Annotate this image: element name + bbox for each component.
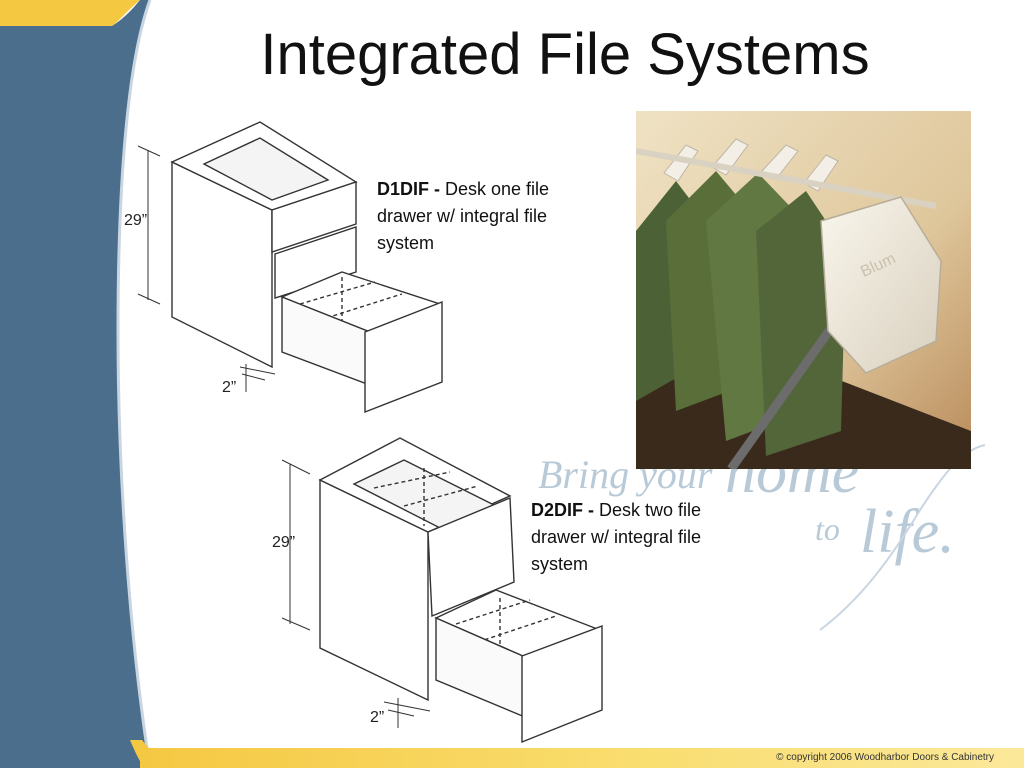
- cabinet2-dim-depth-b: [387, 709, 415, 717]
- copyright-notice: © copyright 2006 Woodharbor Doors & Cabi…: [776, 752, 994, 763]
- cabinet2-depth-label: 2”: [370, 709, 384, 726]
- product-code-d2dif: D2DIF -: [531, 500, 594, 520]
- cabinet2-dim-top-tick: [281, 459, 311, 475]
- cabinet2-dim-bottom-tick: [281, 617, 311, 631]
- cabinet2-upper-rail-b: [403, 485, 479, 507]
- product-text-d2dif: Desk two file drawer w/ integral file sy…: [531, 500, 702, 574]
- sidebar-yellow-accent: [0, 0, 140, 26]
- file-rail-bar: [727, 318, 840, 469]
- cabinet1-top-opening: [202, 137, 330, 201]
- rail-end-clip: [820, 196, 942, 374]
- product-description-d2dif: D2DIF - Desk two file drawer w/ integral…: [531, 497, 761, 578]
- file-rail-top: [636, 148, 937, 209]
- cabinet2-upper-rail-a: [373, 471, 451, 489]
- cabinet-drawing-d1dif: 29” 2”: [124, 121, 443, 414]
- cabinet1-dim-depth-a: [239, 366, 276, 375]
- cabinet1-dim-bottom-tick: [137, 293, 161, 305]
- cabinet1-rail-a: [299, 281, 376, 305]
- cabinet1-top-drawer: [271, 181, 357, 253]
- cabinet-drawing-d2dif: 29” 2”: [272, 437, 603, 744]
- cabinet1-drawer-front: [364, 300, 443, 414]
- footer-bar: [140, 748, 1024, 768]
- slide-title: Integrated File Systems: [260, 22, 870, 87]
- sidebar-blue-panel: [0, 0, 150, 768]
- cabinet2-upper-drawer-front: [427, 496, 515, 618]
- cabinet1-height-label: 29”: [124, 212, 147, 229]
- folder-hook-1: [663, 144, 699, 182]
- cabinet2-lower-rail-a: [455, 599, 531, 625]
- cabinet2-dim-depth-a: [383, 701, 431, 712]
- cabinet1-dim-depth-b: [241, 373, 266, 381]
- cabinet1-mid-drawer: [274, 226, 357, 299]
- hanging-file-photo: Blum: [636, 111, 971, 469]
- product-code-d1dif: D1DIF -: [377, 179, 440, 199]
- sidebar-edge-highlight: [116, 0, 152, 768]
- cabinet1-depth-label: 2”: [222, 379, 236, 396]
- watermark-to: to: [815, 511, 840, 547]
- product-text-d1dif: Desk one file drawer w/ integral file sy…: [377, 179, 550, 253]
- cabinet1-rail-b: [319, 293, 403, 321]
- cabinet2-height-label: 29”: [272, 534, 295, 551]
- cabinet2-lower-drawer-front: [521, 624, 603, 744]
- cabinet1-dim-top-tick: [137, 145, 161, 157]
- product-description-d1dif: D1DIF - Desk one file drawer w/ integral…: [377, 176, 607, 257]
